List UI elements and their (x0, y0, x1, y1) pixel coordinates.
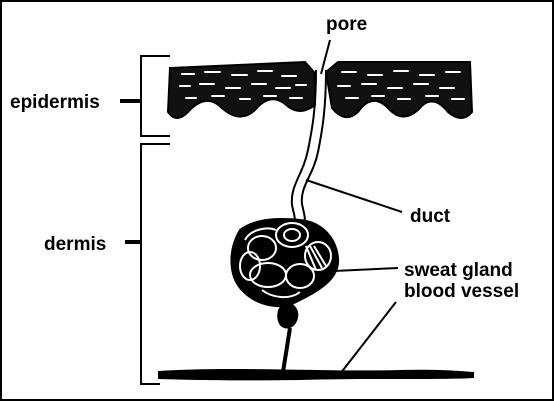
epidermis-bracket (120, 56, 170, 136)
dermis-bracket (125, 144, 170, 384)
label-dermis: dermis (44, 234, 106, 255)
label-pore: pore (326, 14, 367, 35)
epidermis-left-lobe (168, 62, 316, 118)
label-blood-vessel: blood vessel (404, 281, 519, 302)
label-sweat-gland: sweat gland (404, 260, 513, 281)
gland-stem (283, 328, 290, 372)
blood-vessel (158, 369, 474, 380)
label-duct: duct (410, 206, 451, 227)
sweat-gland-coil (231, 219, 338, 329)
duct-leader (306, 180, 402, 212)
blood-vessel-leader (340, 302, 396, 374)
sweat-gland-leader (334, 268, 398, 271)
label-epidermis: epidermis (10, 92, 100, 113)
